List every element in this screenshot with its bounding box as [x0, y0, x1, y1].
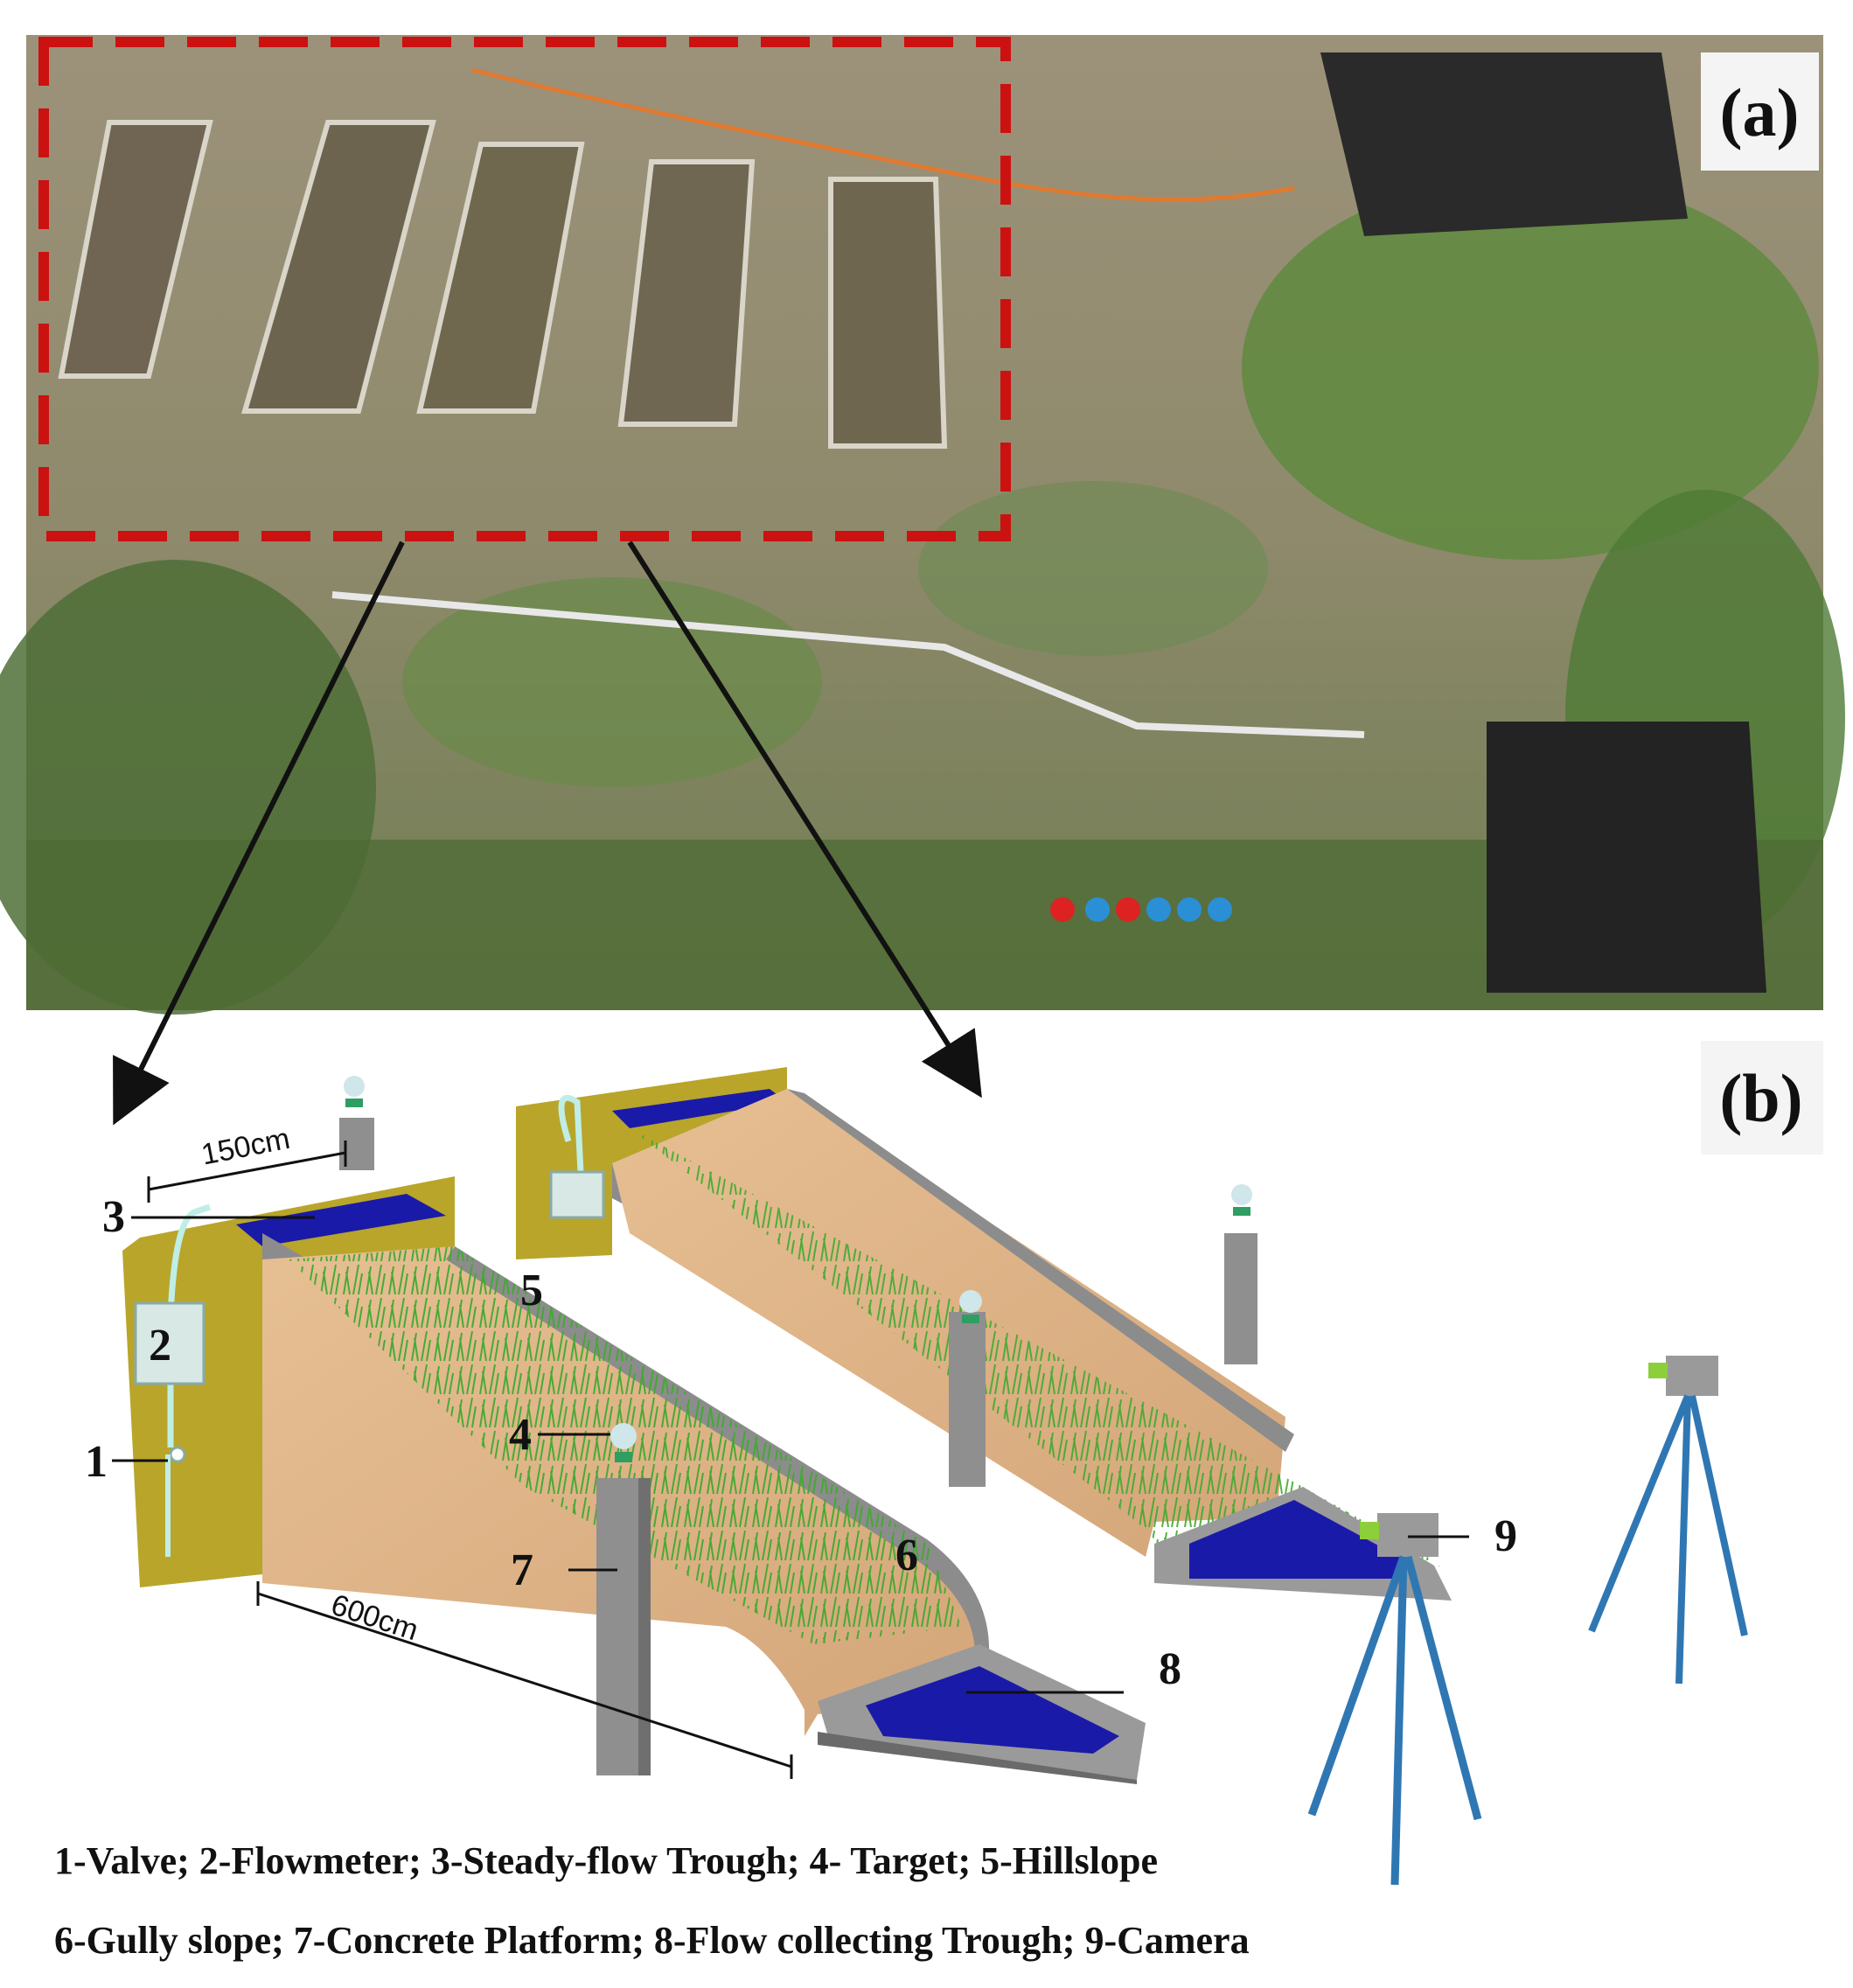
callouts: 1 2 3 4 5 6 7 8 9 — [85, 1192, 1517, 1694]
svg-text:600cm: 600cm — [327, 1588, 422, 1648]
steady-flow-trough-water — [236, 1194, 446, 1246]
panel-a-label: (a) — [1720, 74, 1800, 150]
buckets — [1050, 897, 1232, 922]
callout-2: 2 — [149, 1321, 171, 1371]
callout-1: 1 — [85, 1437, 108, 1487]
callout-7: 7 — [511, 1545, 533, 1595]
field-plots — [58, 120, 948, 449]
panel-a-photo: (a) — [0, 35, 1845, 1015]
flowmeter — [134, 1301, 206, 1385]
callout-4: 4 — [509, 1410, 532, 1460]
callout-9: 9 — [1494, 1511, 1517, 1561]
inlet-plumbing — [134, 1094, 605, 1557]
legend-line-2: 6-Gully slope; 7-Concrete Platform; 8-Fl… — [54, 1919, 1250, 1962]
valve — [169, 1446, 186, 1463]
zoom-arrow-right — [627, 541, 982, 1099]
panel-b-label: (b) — [1719, 1060, 1802, 1136]
selection-box — [38, 37, 1011, 541]
dimension-width: 150cm — [147, 1122, 347, 1203]
callout-8: 8 — [1159, 1644, 1181, 1694]
panel-b-schematic: (b) — [54, 1041, 1823, 1962]
callout-5: 5 — [520, 1266, 543, 1315]
camera-far — [1588, 1356, 1748, 1685]
zoom-arrow-left — [113, 541, 405, 1126]
legend-line-1: 1-Valve; 2-Flowmeter; 3-Steady-flow Trou… — [54, 1839, 1158, 1882]
targets — [344, 1076, 1252, 1462]
inlet-frame — [122, 1176, 455, 1587]
camera-near — [1307, 1513, 1482, 1886]
callout-6: 6 — [895, 1531, 918, 1580]
callout-3: 3 — [102, 1192, 125, 1242]
